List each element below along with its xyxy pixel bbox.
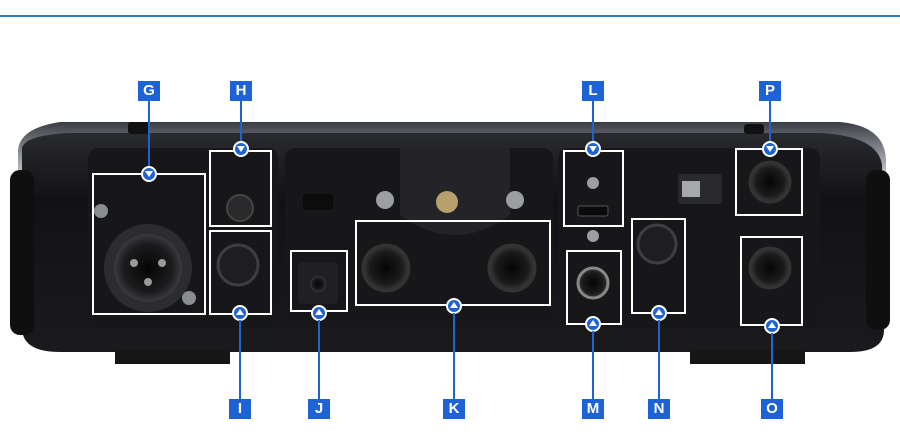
headphone-jack bbox=[310, 276, 326, 292]
screw bbox=[587, 177, 599, 189]
phantom-switch bbox=[226, 194, 254, 222]
frame-g-xlr bbox=[92, 173, 206, 315]
frame-m-jack bbox=[566, 250, 622, 325]
screw bbox=[376, 191, 394, 209]
frame-k-outputs bbox=[355, 220, 551, 306]
frame-h-phantom bbox=[209, 150, 272, 227]
frame-p-power bbox=[735, 148, 803, 216]
top-knob-left bbox=[128, 122, 150, 134]
frame-j-jack bbox=[290, 250, 348, 312]
leader-o bbox=[771, 333, 773, 400]
pin-g bbox=[141, 166, 157, 182]
leader-i bbox=[239, 320, 241, 400]
center-arch bbox=[400, 148, 510, 235]
pin-h bbox=[233, 141, 249, 157]
callout-p: P bbox=[759, 81, 781, 101]
right-end-cap bbox=[866, 170, 890, 330]
callout-o: O bbox=[761, 399, 783, 419]
leader-p bbox=[769, 100, 771, 146]
frame-i-knob bbox=[209, 230, 272, 315]
left-end-cap bbox=[10, 170, 34, 335]
control-jack bbox=[748, 246, 792, 290]
callout-m: M bbox=[582, 399, 604, 419]
power-jack bbox=[748, 160, 792, 204]
callout-i: I bbox=[229, 399, 251, 419]
frame-n-knob bbox=[631, 218, 686, 314]
callout-n: N bbox=[648, 399, 670, 419]
output-jack-r bbox=[361, 243, 411, 293]
pin-n bbox=[651, 305, 667, 321]
callout-l: L bbox=[582, 81, 604, 101]
top-divider bbox=[0, 15, 900, 17]
screw bbox=[506, 191, 524, 209]
frame-o-control bbox=[740, 236, 803, 326]
pin-k bbox=[446, 298, 462, 314]
foot-right bbox=[690, 350, 805, 364]
frame-l-usb bbox=[563, 150, 624, 227]
leader-n bbox=[658, 320, 660, 400]
leader-m bbox=[592, 331, 594, 400]
xlr-jack bbox=[114, 234, 182, 302]
screw bbox=[587, 230, 599, 242]
leader-h bbox=[240, 100, 242, 146]
pin-m bbox=[585, 316, 601, 332]
callout-j: J bbox=[308, 399, 330, 419]
leader-l bbox=[592, 100, 594, 146]
top-knob-right bbox=[744, 124, 764, 134]
screw bbox=[436, 191, 458, 213]
leader-k bbox=[453, 313, 455, 400]
pin-l bbox=[585, 141, 601, 157]
callout-g: G bbox=[138, 81, 160, 101]
callout-h: H bbox=[230, 81, 252, 101]
pin-i bbox=[232, 305, 248, 321]
pin-o bbox=[764, 318, 780, 334]
headphone-jack bbox=[576, 266, 610, 300]
usb-port bbox=[577, 205, 609, 217]
foot-left bbox=[115, 350, 230, 364]
leader-g bbox=[148, 100, 150, 170]
leader-j bbox=[318, 320, 320, 400]
knob bbox=[216, 243, 260, 287]
callout-k: K bbox=[443, 399, 465, 419]
screw bbox=[94, 204, 108, 218]
output-jack-l bbox=[487, 243, 537, 293]
pin-j bbox=[311, 305, 327, 321]
knob bbox=[636, 223, 678, 265]
pin-p bbox=[762, 141, 778, 157]
screw bbox=[182, 291, 196, 305]
